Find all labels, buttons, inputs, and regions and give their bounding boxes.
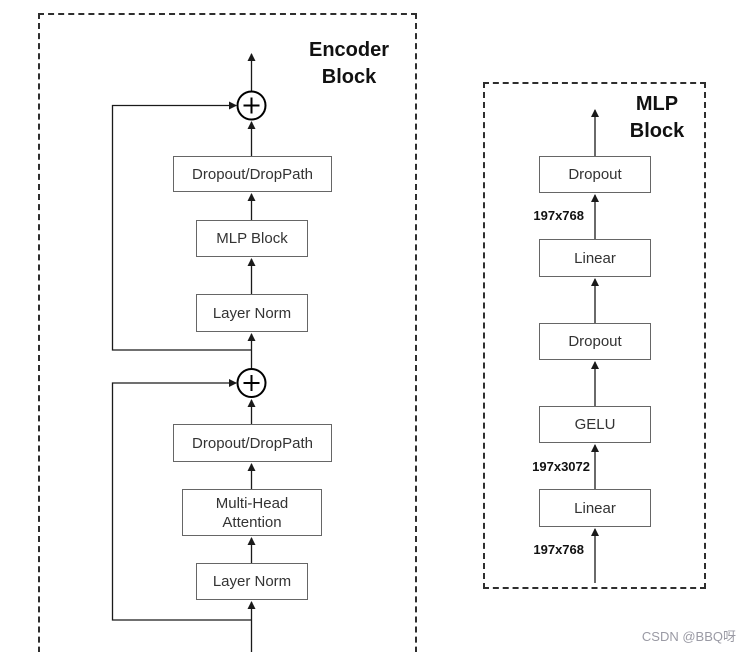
encoder-block-panel (38, 13, 417, 652)
watermark: CSDN @BBQ呀 (641, 629, 736, 644)
node-mlp-linear-output: Linear (539, 239, 651, 277)
node-layer-norm-lower: Layer Norm (196, 563, 308, 600)
node-dropout-droppath-lower: Dropout/DropPath (173, 424, 332, 462)
mlp-block-panel (483, 82, 706, 589)
mlp-block-title: MLP Block (629, 93, 685, 142)
node-mlp-block: MLP Block (196, 220, 308, 257)
node-mlp-dropout-middle: Dropout (539, 323, 651, 360)
dim-label-197x768-input: 197x768 (533, 542, 584, 557)
encoder-block-title: Encoder Block (308, 39, 390, 88)
node-mlp-dropout-output: Dropout (539, 156, 651, 193)
node-layer-norm-upper: Layer Norm (196, 294, 308, 332)
node-multi-head-attention: Multi-Head Attention (182, 489, 322, 536)
dim-label-197x768-upper: 197x768 (533, 208, 584, 223)
dim-label-197x3072: 197x3072 (532, 459, 590, 474)
node-mlp-linear-input: Linear (539, 489, 651, 527)
node-dropout-droppath-upper: Dropout/DropPath (173, 156, 332, 192)
node-mlp-gelu: GELU (539, 406, 651, 443)
